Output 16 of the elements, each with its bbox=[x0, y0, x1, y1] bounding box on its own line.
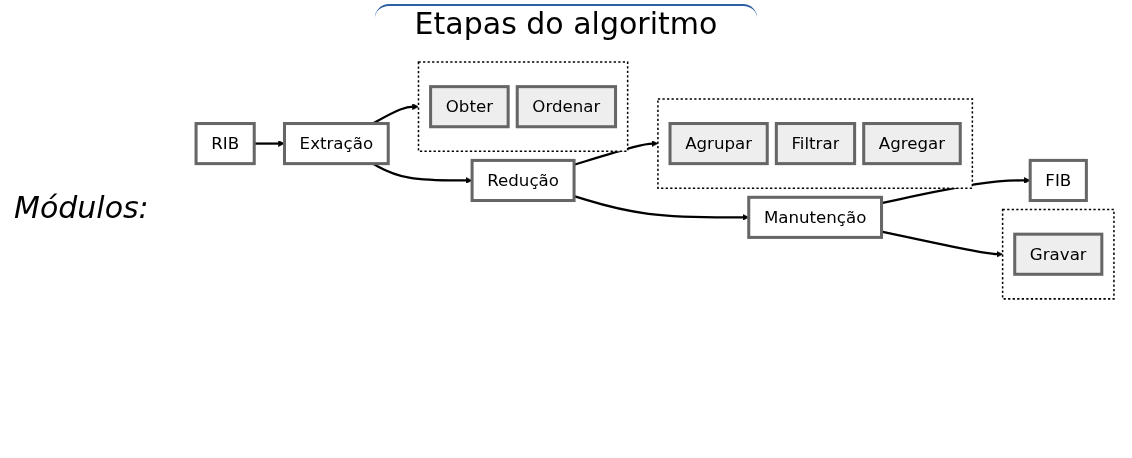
cluster bbox=[657, 98, 974, 189]
node-box: Manutenção bbox=[747, 195, 884, 239]
row-label: Módulos: bbox=[14, 190, 149, 225]
node-box: FIB bbox=[1028, 158, 1088, 203]
node-box: Obter bbox=[429, 85, 510, 129]
node-box: Agrupar bbox=[668, 122, 769, 166]
node-box: Redução bbox=[470, 158, 576, 203]
cluster bbox=[1001, 208, 1115, 300]
node-box: Agregar bbox=[862, 122, 962, 166]
node-box: Ordenar bbox=[515, 85, 618, 129]
node-box: Gravar bbox=[1013, 232, 1104, 276]
node-box: Extração bbox=[282, 122, 390, 166]
bracket-label: Etapas do algoritmo bbox=[374, 4, 758, 41]
node-box: RIB bbox=[194, 122, 256, 166]
node-box: Filtrar bbox=[774, 122, 857, 166]
cluster bbox=[417, 61, 629, 153]
